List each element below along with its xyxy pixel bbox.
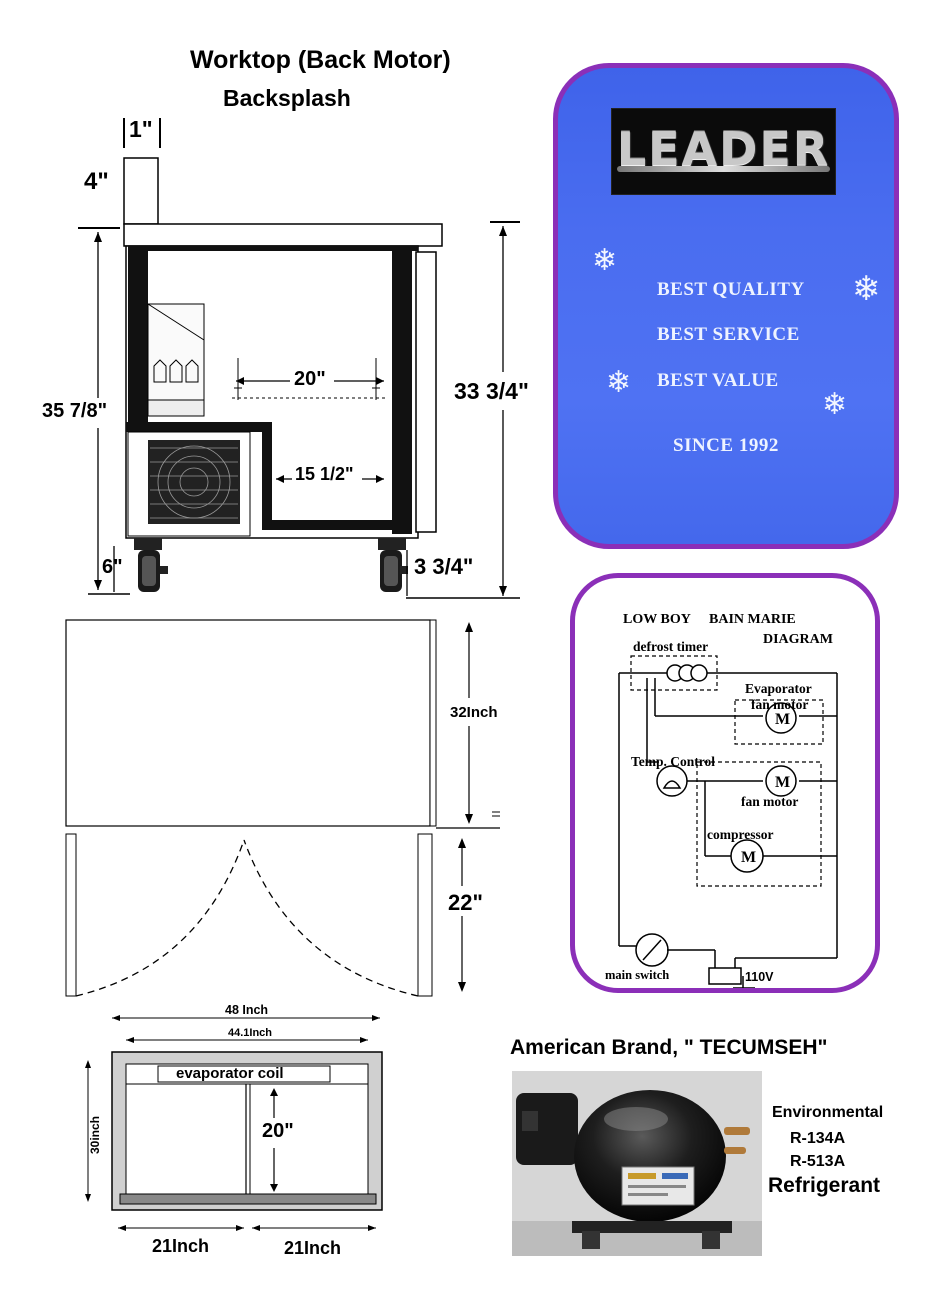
snowflake-icon: ❄ <box>592 244 618 277</box>
caster-height-label: 6" <box>102 556 123 578</box>
leader-brand-panel: LEADER ❄ ❄ ❄ ❄ BEST QUALITY BEST SERVICE… <box>553 63 899 549</box>
wiring-title-sub: DIAGRAM <box>763 632 833 647</box>
leader-logo: LEADER <box>611 108 836 195</box>
refrigerant-label: Refrigerant <box>768 1174 881 1197</box>
wiring-circuit <box>618 655 838 988</box>
evap-fan-motor-label: fan motor <box>751 697 809 712</box>
tagline-service: BEST SERVICE <box>657 324 800 345</box>
compressor-brand: American Brand, " TECUMSEH" <box>510 1036 828 1059</box>
page-title: Worktop (Back Motor) <box>190 46 451 74</box>
evaporator-coil-label: evaporator coil <box>176 1065 284 1082</box>
plan-view-drawing <box>85 1015 383 1231</box>
inner-width-label: 44.1Inch <box>228 1027 273 1039</box>
voltage-label: 110V <box>745 970 774 984</box>
snowflake-icon: ❄ <box>606 366 632 399</box>
wiring-diagram-panel: LOW BOY BAIN MARIE DIAGRAM defrost timer… <box>570 573 880 993</box>
door-swing-label: 22" <box>448 890 483 915</box>
plan-depth-label: 20" <box>262 1120 294 1142</box>
total-height-label: 35 7/8" <box>42 400 108 422</box>
snowflake-icon: ❄ <box>822 388 848 421</box>
evaporator-label: Evaporator <box>745 681 812 696</box>
tagline-quality: BEST QUALITY <box>657 279 805 300</box>
backsplash-width-label: 1" <box>129 116 153 142</box>
compressor-photo <box>512 1071 762 1256</box>
refrigerant-r513a: R-513A <box>790 1153 846 1170</box>
tagline-value: BEST VALUE <box>657 370 779 391</box>
backsplash-height-label: 4" <box>84 168 109 195</box>
evap-motor-symbol: M <box>775 711 791 728</box>
wiring-title-left: LOW BOY <box>623 612 691 627</box>
shelf-depth-label: 15 1/2" <box>295 464 354 484</box>
compressor-label: compressor <box>707 827 774 842</box>
outer-width-label: 48 Inch <box>225 1003 269 1017</box>
left-compartment-label: 21Inch <box>152 1236 210 1256</box>
wiring-title-right: BAIN MARIE <box>709 612 796 627</box>
compressor-motor-symbol: M <box>741 849 757 866</box>
cond-motor-symbol: M <box>775 774 791 791</box>
interior-depth-label: 20" <box>294 368 326 390</box>
front-caster-label: 3 3/4" <box>414 554 474 579</box>
temp-control-label: Temp. Control <box>631 754 716 769</box>
tagline-since: SINCE 1992 <box>673 435 779 456</box>
top-view-drawing <box>65 619 500 997</box>
defrost-timer-label: defrost timer <box>633 639 709 654</box>
body-height-label: 33 3/4" <box>454 378 529 404</box>
right-compartment-label: 21Inch <box>284 1238 342 1258</box>
top-depth-label: 32Inch <box>450 704 498 721</box>
refrigerant-r134a: R-134A <box>790 1130 846 1147</box>
env-label: Environmental <box>772 1104 884 1121</box>
side-view-drawing <box>78 118 520 599</box>
cabinet-depth-label: 30inch <box>88 1115 103 1155</box>
snowflake-icon: ❄ <box>852 270 881 308</box>
page-subtitle: Backsplash <box>223 85 351 111</box>
cond-fan-motor-label: fan motor <box>741 794 799 809</box>
main-switch-label: main switch <box>605 968 670 982</box>
